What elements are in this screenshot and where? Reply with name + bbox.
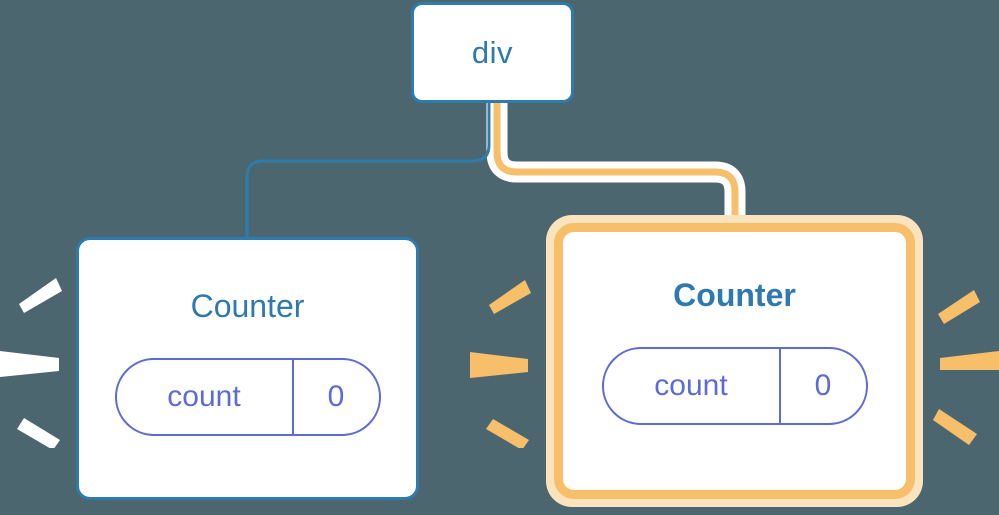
node-div[interactable]: div	[411, 2, 574, 103]
state-pill-left-key: count	[117, 360, 294, 434]
edge-highlight-halo	[486, 103, 746, 232]
node-counter-left[interactable]: Counter count 0	[76, 237, 419, 500]
edge-div-to-counter-left	[245, 103, 491, 237]
node-counter-right-glow: Counter count 0	[546, 215, 923, 507]
node-counter-right-title: Counter	[673, 277, 796, 313]
state-pill-right-key: count	[604, 349, 781, 423]
state-pill-right: count 0	[601, 347, 868, 425]
node-counter-right[interactable]: Counter count 0	[554, 223, 915, 499]
state-pill-right-value: 0	[814, 369, 832, 402]
state-pill-left-value: 0	[327, 380, 345, 413]
state-pill-left: count 0	[114, 358, 381, 436]
node-div-label: div	[471, 35, 514, 70]
node-counter-left-title: Counter	[190, 288, 305, 324]
edge-div-to-counter-right	[493, 103, 739, 232]
